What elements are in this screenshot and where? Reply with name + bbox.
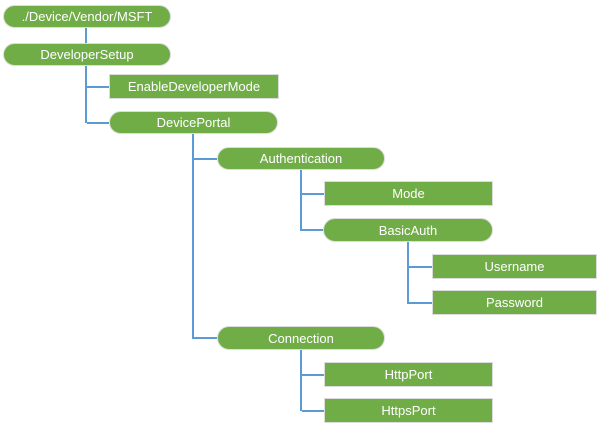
connector-line xyxy=(194,157,217,160)
connector-line xyxy=(407,242,409,304)
connector-line xyxy=(192,134,194,339)
node-basic-auth: BasicAuth xyxy=(323,218,493,242)
connector-line xyxy=(302,373,324,376)
connector-line xyxy=(302,229,323,231)
node-device-vendor-msft: ./Device/Vendor/MSFT xyxy=(3,5,171,28)
node-http-port: HttpPort xyxy=(324,362,493,387)
connector-line xyxy=(87,85,109,88)
node-username: Username xyxy=(432,254,597,279)
connector-line xyxy=(409,265,432,268)
connector-line xyxy=(302,192,324,195)
node-enable-developer-mode: EnableDeveloperMode xyxy=(109,74,279,99)
node-password: Password xyxy=(432,290,597,315)
connector-line xyxy=(409,301,432,304)
connector-line xyxy=(85,28,87,43)
connector-line xyxy=(300,350,302,411)
node-developer-setup: DeveloperSetup xyxy=(3,43,171,66)
node-connection: Connection xyxy=(217,326,385,350)
node-mode: Mode xyxy=(324,181,493,206)
node-https-port: HttpsPort xyxy=(324,398,493,423)
connector-line xyxy=(300,170,302,231)
node-authentication: Authentication xyxy=(217,147,385,170)
connector-line xyxy=(85,66,87,123)
connector-line xyxy=(194,337,217,339)
connector-line xyxy=(302,409,324,412)
node-device-portal: DevicePortal xyxy=(109,111,278,134)
connector-line xyxy=(87,121,109,124)
